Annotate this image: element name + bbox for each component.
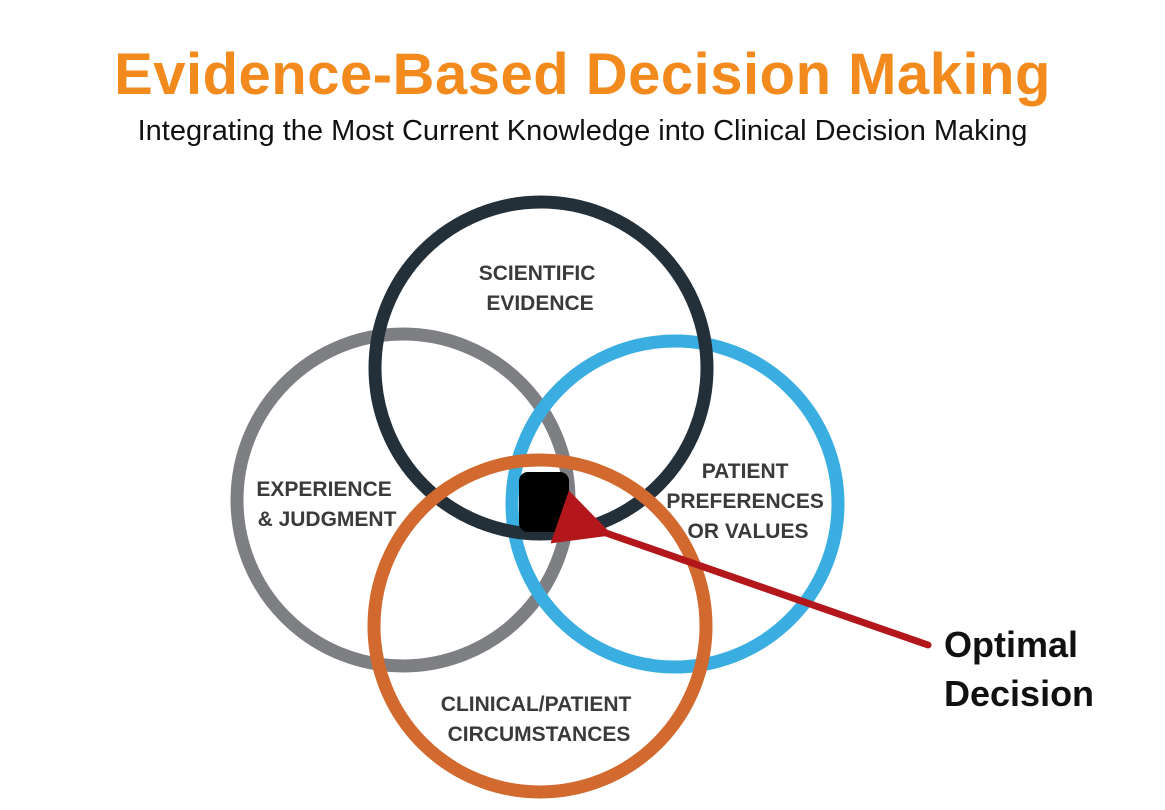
patient-label-line2: PREFERENCES xyxy=(666,490,824,513)
clinical-circumstances-circle xyxy=(367,453,713,799)
clinical-circumstances-label: CLINICAL/PATIENT CIRCUMSTANCES xyxy=(441,693,637,746)
patient-preferences-label: PATIENT PREFERENCES OR VALUES xyxy=(666,460,829,543)
patient-preferences-circle xyxy=(505,334,845,674)
optimal-decision-region xyxy=(519,472,569,532)
clinical-label-line2: CIRCUMSTANCES xyxy=(448,723,631,746)
patient-label-line3: OR VALUES xyxy=(688,520,809,543)
optimal-decision-arrow xyxy=(550,490,932,649)
scientific-evidence-circle xyxy=(368,195,714,541)
callout-line1: Optimal xyxy=(944,624,1078,665)
scientific-label-line1: SCIENTIFIC xyxy=(479,262,596,285)
page-title: Evidence-Based Decision Making xyxy=(114,42,1051,107)
experience-label-line1: EXPERIENCE xyxy=(256,478,391,501)
callout-line2: Decision xyxy=(944,673,1094,714)
experience-judgment-label: EXPERIENCE & JUDGMENT xyxy=(256,478,397,531)
patient-label-line1: PATIENT xyxy=(702,460,789,483)
experience-label-line2: & JUDGMENT xyxy=(258,508,397,531)
scientific-evidence-label: SCIENTIFIC EVIDENCE xyxy=(479,262,602,315)
clinical-label-line1: CLINICAL/PATIENT xyxy=(441,693,632,716)
page-subtitle: Integrating the Most Current Knowledge i… xyxy=(137,115,1028,147)
scientific-label-line2: EVIDENCE xyxy=(486,292,593,315)
optimal-decision-label: Optimal Decision xyxy=(944,624,1094,714)
